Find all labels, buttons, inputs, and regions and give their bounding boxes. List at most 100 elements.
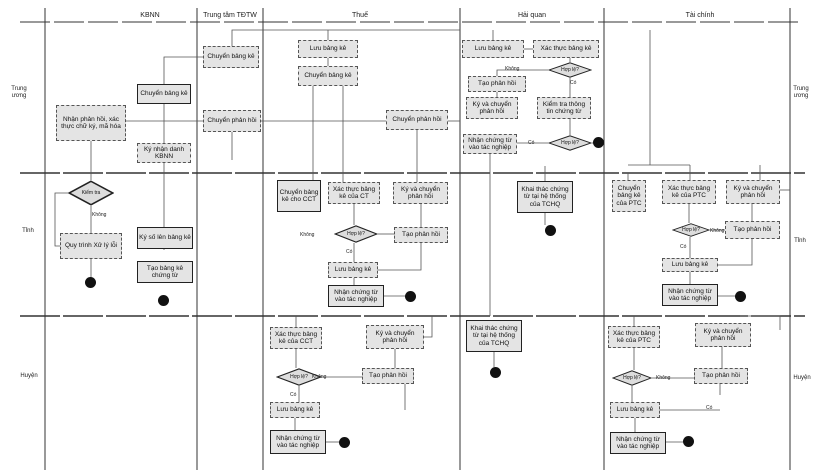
activity-t-transfer-cct[interactable]: Chuyển bảng kê cho CCT [277, 180, 321, 212]
decision-label: Hợp lệ? [623, 375, 641, 381]
activity-kb-receive-feedback[interactable]: Nhận phản hồi, xác thực chữ ký, mã hóa [56, 105, 126, 141]
activity-tch-verify-ptc[interactable]: Xác thực bảng kê của PTC [608, 326, 660, 348]
end-node-icon [593, 137, 604, 148]
activity-th-save-list[interactable]: Lưu bảng kê [270, 402, 320, 418]
decision-tc-valid[interactable]: Hợp lệ? [672, 223, 710, 237]
activity-tc-transfer-ptc[interactable]: Chuyển bảng kê của PTC [612, 180, 646, 212]
activity-hq-receive[interactable]: Nhận chứng từ vào tác nghiệp [463, 134, 517, 154]
activity-kb-transfer-list[interactable]: Chuyển bảng kê [137, 84, 191, 104]
decision-label: Kiểm tra [81, 190, 101, 196]
connector [424, 316, 433, 338]
activity-tc-verify-ptc[interactable]: Xác thực bảng kê của PTC [662, 180, 716, 204]
row-label-province: Tỉnh [22, 228, 34, 234]
decision-label: Hợp lệ? [347, 231, 365, 237]
decision-label: Hợp lệ? [290, 374, 308, 380]
connector [54, 192, 68, 247]
edge-label-no: Không [300, 232, 315, 238]
decision-th-valid[interactable]: Hợp lệ? [276, 368, 322, 386]
decision-kb-check[interactable]: Kiểm tra [68, 180, 114, 206]
decision-diamond-icon [672, 223, 710, 237]
lane-header-tax: Thuế [352, 12, 368, 19]
edge-label-no: Không [505, 66, 520, 72]
activity-tc-create-feedback[interactable]: Tạo phản hồi [725, 221, 780, 239]
activity-hq-save-list[interactable]: Lưu bảng kê [462, 40, 524, 58]
connector [163, 56, 203, 84]
edge-label-no: Không [710, 228, 725, 234]
activity-t-sign-feedback[interactable]: Ký và chuyển phản hồi [393, 182, 448, 204]
activity-kb-sign-list[interactable]: Ký số lên bảng kê [137, 227, 193, 249]
decision-hq-valid[interactable]: Hợp lệ? [548, 62, 592, 78]
decision-diamond-icon [548, 135, 592, 151]
edge-label-no: Không [656, 375, 671, 381]
activity-hq-check-info[interactable]: Kiểm tra thông tin chứng từ [537, 97, 591, 119]
activity-hq-verify-list[interactable]: Xác thực bảng kê [533, 40, 599, 58]
decision-label: Hợp lệ? [561, 140, 579, 146]
decision-diamond-icon [276, 368, 322, 386]
activity-th-receive[interactable]: Nhận chứng từ vào tác nghiệp [270, 430, 326, 454]
lane-header-kbnn: KBNN [140, 12, 160, 19]
edge-label-no: Không [312, 374, 327, 380]
decision-label: Hợp lệ? [561, 67, 579, 73]
connector [740, 315, 781, 330]
activity-t-transfer-feedback[interactable]: Chuyển phản hồi [386, 110, 448, 130]
activity-tc-receive[interactable]: Nhận chứng từ vào tác nghiệp [662, 284, 718, 306]
activity-kb-sign-receive[interactable]: Ký nhận danh KBNN [137, 143, 191, 163]
activity-t-create-feedback[interactable]: Tạo phản hồi [394, 227, 448, 243]
activity-t-transfer-list[interactable]: Chuyển bảng kê [298, 66, 358, 86]
end-node-icon [545, 225, 556, 236]
edge-label-yes: Có [570, 80, 577, 86]
activity-hq-create-feedback[interactable]: Tạo phản hồi [468, 76, 526, 92]
activity-ttw-transfer-feedback[interactable]: Chuyển phản hồi [203, 110, 261, 132]
activity-tch-save-list[interactable]: Lưu bảng kê [610, 402, 660, 418]
edge-label-no: Không [92, 212, 107, 218]
decision-t-valid[interactable]: Hợp lệ? [334, 225, 378, 243]
activity-t-save-list[interactable]: Lưu bảng kê [298, 40, 358, 58]
activity-tc-save-list[interactable]: Lưu bảng kê [662, 258, 718, 272]
decision-hq-ok[interactable]: Hợp lệ? [548, 135, 592, 151]
edge-label-yes: Có [706, 405, 713, 411]
edge-label-yes: Có [680, 244, 687, 250]
connector [231, 29, 460, 46]
activity-tch-sign-feedback[interactable]: Ký và chuyển phản hồi [695, 323, 751, 347]
activity-hq-sign-feedback[interactable]: Ký và chuyển phản hồi [466, 97, 518, 119]
decision-tch-valid[interactable]: Hợp lệ? [612, 370, 652, 386]
end-node-icon [339, 437, 350, 448]
activity-t-receive[interactable]: Nhận chứng từ vào tác nghiệp [328, 285, 384, 307]
activity-tch-create-feedback[interactable]: Tạo phản hồi [694, 368, 748, 384]
row-label-province-right: Tỉnh [794, 238, 806, 244]
activity-tch-receive[interactable]: Nhận chứng từ vào tác nghiệp [610, 432, 666, 454]
edge-label-yes: Có [528, 140, 535, 146]
activity-kb-create-list[interactable]: Tạo bảng kê chứng từ [137, 261, 193, 283]
connector [496, 69, 548, 76]
decision-diamond-icon [68, 180, 114, 206]
activity-t-verify-ct[interactable]: Xác thực bảng kê của CT [328, 182, 380, 204]
decision-label: Hợp lệ? [682, 227, 700, 233]
decision-diamond-icon [548, 62, 592, 78]
row-label-central-right: Trung ương [793, 86, 809, 99]
row-label-district-right: Huyện [793, 375, 811, 381]
lane-header-ttw: Trung tâm TĐTW [203, 12, 257, 19]
decision-diamond-icon [334, 225, 378, 243]
connector [378, 243, 422, 271]
activity-th-verify-cct[interactable]: Xác thực bảng kê của CCT [270, 327, 322, 349]
lane-header-finance: Tài chính [685, 12, 715, 19]
activity-ttw-transfer-list[interactable]: Chuyển bảng kê [203, 46, 259, 68]
connector [718, 239, 753, 266]
lane-header-customs: Hải quan [517, 12, 547, 19]
decision-diamond-icon [612, 370, 652, 386]
activity-kb-error-process[interactable]: Quy trình Xử lý lỗi [60, 233, 122, 259]
activity-t-save-list2[interactable]: Lưu bảng kê [328, 262, 378, 278]
activity-hq-exploit-prov[interactable]: Khai thác chứng từ tại hệ thống của TCHQ [517, 181, 573, 213]
end-node-icon [735, 291, 746, 302]
row-label-central: Trung ương [11, 86, 27, 99]
end-node-icon [85, 277, 96, 288]
end-node-icon [405, 291, 416, 302]
activity-th-create-feedback[interactable]: Tạo phản hồi [362, 368, 414, 384]
activity-tc-sign-feedback[interactable]: Ký và chuyển phản hồi [726, 180, 780, 204]
activity-th-sign-feedback[interactable]: Ký và chuyển phản hồi [366, 325, 424, 349]
activity-hq-exploit-dist[interactable]: Khai thác chứng từ tại hệ thống của TCHQ [466, 320, 522, 352]
end-node-icon [683, 436, 694, 447]
end-node-icon [158, 295, 169, 306]
row-label-district: Huyện [20, 373, 38, 379]
